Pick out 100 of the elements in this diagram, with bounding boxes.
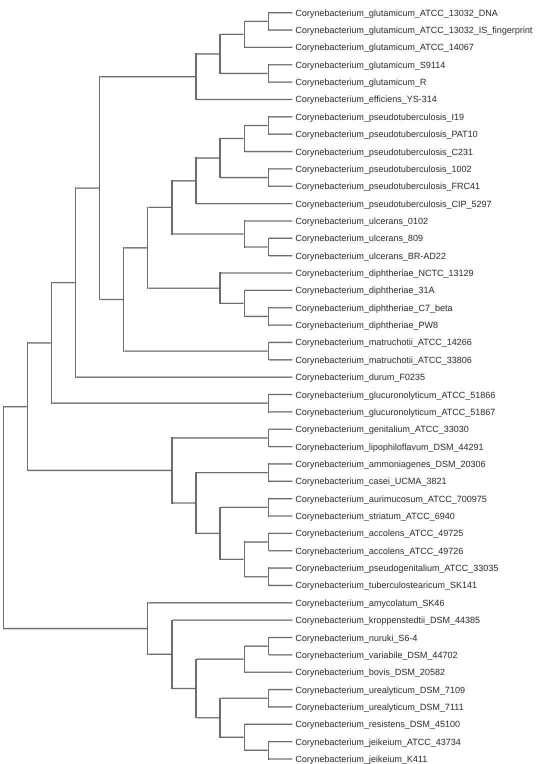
branch-line xyxy=(268,168,292,170)
junction-line xyxy=(268,116,269,135)
junction-line xyxy=(74,187,76,378)
taxon-label: Corynebacterium_diphtheriae_NCTC_13129 xyxy=(292,267,474,280)
branch-line xyxy=(268,550,292,552)
taxon-label: Corynebacterium_glutamicum_ATCC_13032_DNA xyxy=(292,6,499,19)
branch-line xyxy=(196,98,292,100)
taxon-label: Corynebacterium_striatum_ATCC_6940 xyxy=(292,510,456,522)
branch-line xyxy=(220,506,268,508)
branch-line xyxy=(172,620,292,621)
taxon-label: Corynebacterium_glutamicum_ATCC_14067 xyxy=(292,41,475,54)
branch-line xyxy=(196,472,268,474)
branch-line xyxy=(268,567,292,569)
taxon-label: Corynebacterium_pseudotuberculosis_I19 xyxy=(292,110,465,123)
taxon-label: Corynebacterium_amycolatum_SK46 xyxy=(292,596,446,609)
junction-line xyxy=(244,724,245,751)
branch-line xyxy=(124,350,268,352)
branch-line xyxy=(28,342,51,344)
branch-line xyxy=(268,532,292,534)
branch-line xyxy=(268,411,292,413)
branch-line xyxy=(28,470,172,472)
taxon-label: Corynebacterium_aurimucosum_ATCC_700975 xyxy=(292,492,488,505)
branch-line xyxy=(268,758,292,760)
taxon-label: Corynebacterium_glucuronolyticum_ATCC_51867 xyxy=(292,406,496,418)
taxon-label: Corynebacterium_resistens_DSM_45100 xyxy=(292,718,461,730)
junction-line xyxy=(147,602,148,655)
branch-line xyxy=(268,584,292,586)
branch-line xyxy=(100,298,124,300)
branch-line xyxy=(148,288,220,289)
branch-line xyxy=(268,394,292,396)
junction-line xyxy=(219,138,221,178)
branch-line xyxy=(4,406,27,408)
junction-line xyxy=(50,282,52,404)
taxon-label: Corynebacterium_tuberculostearicum_SK141 xyxy=(292,579,478,592)
branch-line xyxy=(268,446,292,448)
branch-line xyxy=(148,654,172,655)
taxon-label: Corynebacterium_diphtheriae_C7_beta xyxy=(292,302,454,314)
junction-line xyxy=(195,157,197,204)
junction-line xyxy=(268,307,269,326)
junction-line xyxy=(99,76,100,300)
branch-line xyxy=(220,34,244,36)
junction-line xyxy=(268,342,269,360)
branch-line xyxy=(268,359,292,360)
branch-line xyxy=(172,437,268,439)
branch-line xyxy=(268,134,292,135)
taxon-label: Corynebacterium_glutamicum_R xyxy=(292,76,428,88)
taxon-label: Corynebacterium_diphtheriae_PW8 xyxy=(292,319,439,332)
branch-line xyxy=(172,180,196,182)
branch-line xyxy=(244,46,292,48)
branch-line xyxy=(196,658,244,660)
branch-line xyxy=(220,176,268,178)
taxon-label: Corynebacterium_accolens_ATCC_49725 xyxy=(292,527,464,540)
branch-line xyxy=(268,342,292,344)
branch-line xyxy=(220,272,292,274)
junction-line xyxy=(219,698,221,738)
junction-line xyxy=(268,498,269,517)
junction-line xyxy=(123,247,124,352)
branch-line xyxy=(4,628,148,630)
branch-line xyxy=(196,532,220,534)
branch-line xyxy=(244,246,268,248)
taxon-label: Corynebacterium_ulcerans_809 xyxy=(292,232,424,244)
taxon-label: Corynebacterium_ulcerans_BR-AD22 xyxy=(292,250,447,262)
branch-line xyxy=(268,515,292,517)
taxon-label: Corynebacterium_lipophiloflavum_DSM_44291 xyxy=(292,440,484,453)
branch-line xyxy=(196,53,220,55)
taxon-label: Corynebacterium_pseudotuberculosis_1002 xyxy=(292,162,472,175)
junction-line xyxy=(219,506,221,560)
taxon-label: Corynebacterium_pseudotuberculosis_C231 xyxy=(292,146,474,158)
junction-line xyxy=(171,180,173,235)
branch-line xyxy=(244,124,268,126)
branch-line xyxy=(172,233,244,235)
branch-line xyxy=(268,463,292,465)
branch-line xyxy=(244,672,292,673)
branch-line xyxy=(268,255,292,256)
branch-line xyxy=(148,602,292,604)
branch-line xyxy=(76,187,99,189)
taxon-label: Corynebacterium_ulcerans_0102 xyxy=(292,214,429,227)
branch-line xyxy=(76,376,292,378)
taxon-label: Corynebacterium_nuruki_S6-4 xyxy=(292,632,418,644)
branch-line xyxy=(220,698,268,699)
taxon-label: Corynebacterium_bovis_DSM_20582 xyxy=(292,666,446,678)
junction-line xyxy=(244,20,245,48)
junction-line xyxy=(244,220,245,248)
taxon-label: Corynebacterium_diphtheriae_31A xyxy=(292,284,436,296)
branch-line xyxy=(52,282,75,284)
junction-line xyxy=(244,646,245,673)
branch-line xyxy=(244,150,292,152)
branch-line xyxy=(220,138,244,140)
taxon-label: Corynebacterium_matruchotii_ATCC_14266 xyxy=(292,336,473,348)
branch-line xyxy=(268,741,292,742)
branch-line xyxy=(244,220,292,222)
branch-line xyxy=(268,116,292,118)
branch-line xyxy=(220,558,244,560)
junction-line xyxy=(268,428,269,448)
branch-line xyxy=(244,290,292,292)
branch-line xyxy=(148,206,172,208)
junction-line xyxy=(171,620,173,690)
branch-line xyxy=(268,186,292,187)
branch-line xyxy=(268,12,292,14)
taxon-label: Corynebacterium_ammoniagenes_DSM_20306 xyxy=(292,458,486,470)
